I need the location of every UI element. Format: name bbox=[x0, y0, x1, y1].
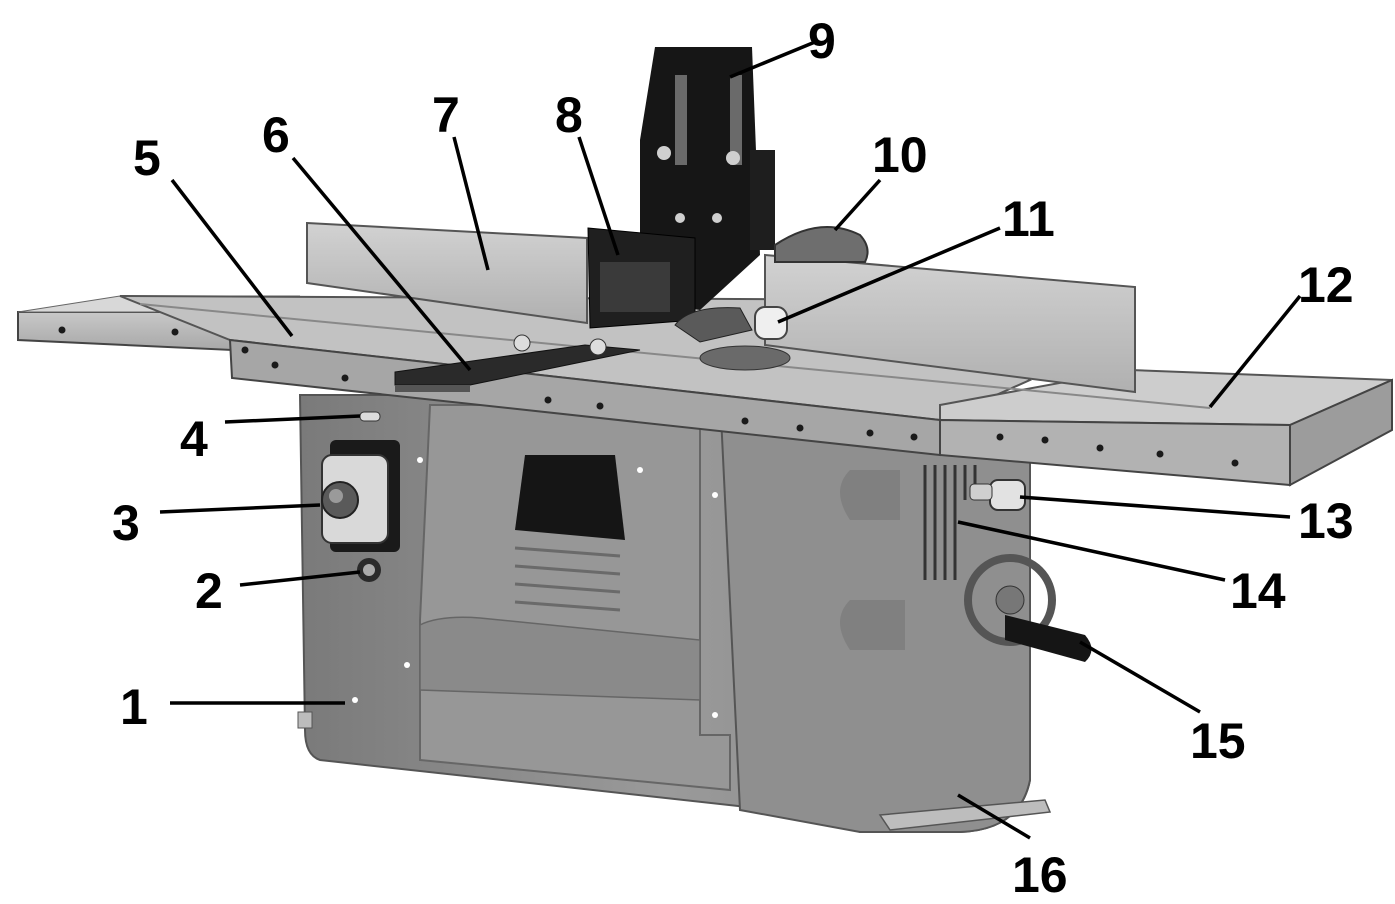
leader-13 bbox=[1019, 495, 1291, 519]
callout-11: 11 bbox=[1002, 191, 1055, 247]
leader-12 bbox=[1208, 294, 1302, 409]
callout-1: 1 bbox=[120, 679, 148, 735]
leader-7 bbox=[452, 136, 490, 271]
leader-lines bbox=[159, 40, 1302, 840]
callout-13: 13 bbox=[1298, 493, 1354, 549]
callout-16: 16 bbox=[1012, 847, 1068, 903]
callout-labels: 1 2 3 4 5 6 7 8 9 10 11 12 13 14 15 16 bbox=[112, 13, 1354, 903]
leader-16 bbox=[957, 793, 1031, 840]
callout-14: 14 bbox=[1230, 563, 1286, 619]
foot-plate bbox=[878, 799, 1052, 831]
leader-5 bbox=[170, 178, 294, 338]
leader-11 bbox=[777, 226, 1001, 324]
callout-3: 3 bbox=[112, 495, 140, 551]
leader-9 bbox=[729, 40, 816, 79]
callout-7: 7 bbox=[432, 87, 460, 143]
dust-hose bbox=[774, 226, 869, 263]
leader-6 bbox=[291, 156, 472, 372]
handwheel-handle bbox=[1005, 615, 1092, 662]
hold-down-guard bbox=[587, 227, 696, 329]
callout-6: 6 bbox=[262, 107, 290, 163]
push-button bbox=[357, 558, 381, 582]
callout-10: 10 bbox=[872, 127, 928, 183]
leader-10 bbox=[833, 178, 882, 232]
leader-4 bbox=[224, 414, 361, 424]
cabinet-body bbox=[297, 394, 1052, 833]
side-vent-slots bbox=[923, 465, 977, 580]
callout-2: 2 bbox=[195, 563, 223, 619]
leader-14 bbox=[957, 520, 1226, 582]
callout-9: 9 bbox=[808, 13, 836, 69]
main-switch bbox=[321, 440, 400, 552]
spindle-lock-knob bbox=[674, 306, 791, 371]
leader-15 bbox=[1079, 640, 1201, 714]
callout-8: 8 bbox=[555, 87, 583, 143]
callout-12: 12 bbox=[1298, 257, 1354, 313]
vent-window bbox=[515, 455, 625, 540]
tilt-lock-knob bbox=[969, 479, 1026, 511]
sliding-table-plate bbox=[394, 334, 641, 392]
leader-2 bbox=[239, 570, 361, 587]
leader-3 bbox=[159, 503, 321, 514]
indicator-lamp bbox=[359, 411, 381, 422]
callout-4: 4 bbox=[180, 411, 208, 467]
leader-8 bbox=[577, 136, 620, 256]
callout-5: 5 bbox=[133, 130, 161, 186]
callout-15: 15 bbox=[1190, 713, 1246, 769]
height-handwheel bbox=[964, 554, 1092, 662]
